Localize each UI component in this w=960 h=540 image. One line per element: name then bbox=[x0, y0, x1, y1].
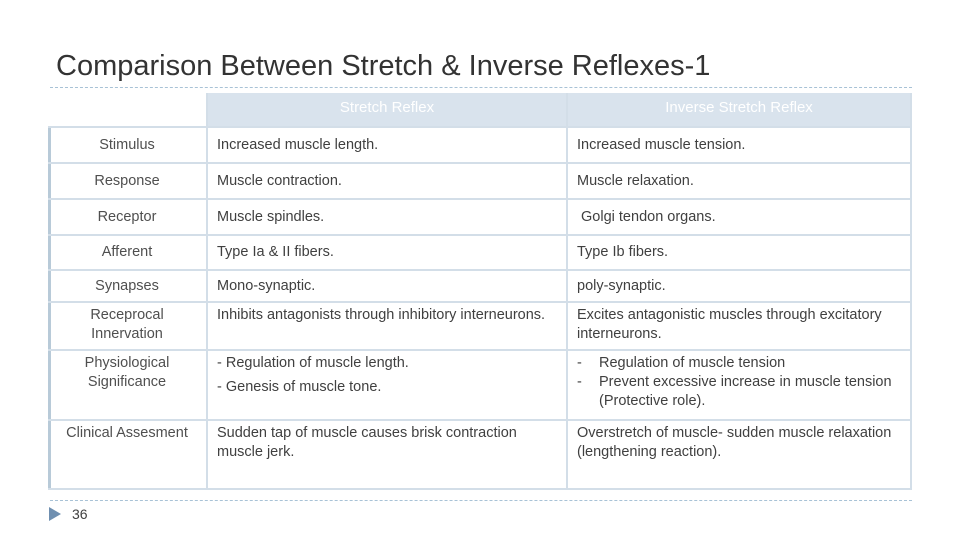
header-stretch-reflex: Stretch Reflex bbox=[208, 93, 568, 128]
header-cell-empty bbox=[48, 93, 208, 128]
dash-bullet: - bbox=[577, 355, 582, 371]
table-left-border bbox=[48, 93, 51, 490]
slide-title: Comparison Between Stretch & Inverse Ref… bbox=[56, 50, 711, 82]
row-label-clinical-assessment: Clinical Assesment bbox=[48, 421, 208, 490]
stretch-significance-line: - Regulation of muscle length. bbox=[217, 355, 409, 371]
stretch-significance-line: - Genesis of muscle tone. bbox=[217, 379, 382, 395]
top-divider bbox=[50, 87, 912, 88]
bottom-divider bbox=[50, 500, 912, 501]
header-inverse-stretch-reflex: Inverse Stretch Reflex bbox=[568, 93, 912, 128]
stretch-clinical-assessment: Sudden tap of muscle causes brisk contra… bbox=[208, 421, 568, 490]
inverse-stimulus: Increased muscle tension. bbox=[568, 128, 912, 164]
play-triangle-icon bbox=[49, 507, 61, 521]
stretch-reciprocal-innervation: Inhibits antagonists through inhibitory … bbox=[208, 303, 568, 351]
stretch-synapses: Mono-synaptic. bbox=[208, 271, 568, 303]
inverse-receptor: Golgi tendon organs. bbox=[568, 200, 912, 236]
stretch-receptor: Muscle spindles. bbox=[208, 200, 568, 236]
row-label-afferent: Afferent bbox=[48, 236, 208, 271]
row-label-response: Response bbox=[48, 164, 208, 200]
inverse-afferent: Type Ib fibers. bbox=[568, 236, 912, 271]
inverse-response: Muscle relaxation. bbox=[568, 164, 912, 200]
dash-bullet: - bbox=[577, 374, 582, 390]
row-label-stimulus: Stimulus bbox=[48, 128, 208, 164]
stretch-response: Muscle contraction. bbox=[208, 164, 568, 200]
row-label-physiological-significance: Physiological Significance bbox=[48, 351, 208, 421]
inverse-reciprocal-innervation: Excites antagonistic muscles through exc… bbox=[568, 303, 912, 351]
comparison-table: Stretch Reflex Inverse Stretch Reflex St… bbox=[48, 93, 912, 490]
slide-number: 36 bbox=[72, 506, 88, 522]
inverse-synapses: poly-synaptic. bbox=[568, 271, 912, 303]
row-label-synapses: Synapses bbox=[48, 271, 208, 303]
row-label-receptor: Receptor bbox=[48, 200, 208, 236]
inverse-clinical-assessment: Overstretch of muscle- sudden muscle rel… bbox=[568, 421, 912, 490]
list-item: - Regulation of muscle tension bbox=[577, 355, 786, 371]
stretch-afferent: Type Ia & II fibers. bbox=[208, 236, 568, 271]
inverse-physiological-significance: - Regulation of muscle tension - Prevent… bbox=[568, 351, 912, 421]
list-item: - Prevent excessive increase in muscle t… bbox=[577, 374, 892, 409]
stretch-physiological-significance: - Regulation of muscle length. - Genesis… bbox=[208, 351, 568, 421]
row-label-reciprocal-innervation: Receprocal Innervation bbox=[48, 303, 208, 351]
stretch-stimulus: Increased muscle length. bbox=[208, 128, 568, 164]
inverse-significance-list: - Regulation of muscle tension - Prevent… bbox=[577, 354, 904, 411]
